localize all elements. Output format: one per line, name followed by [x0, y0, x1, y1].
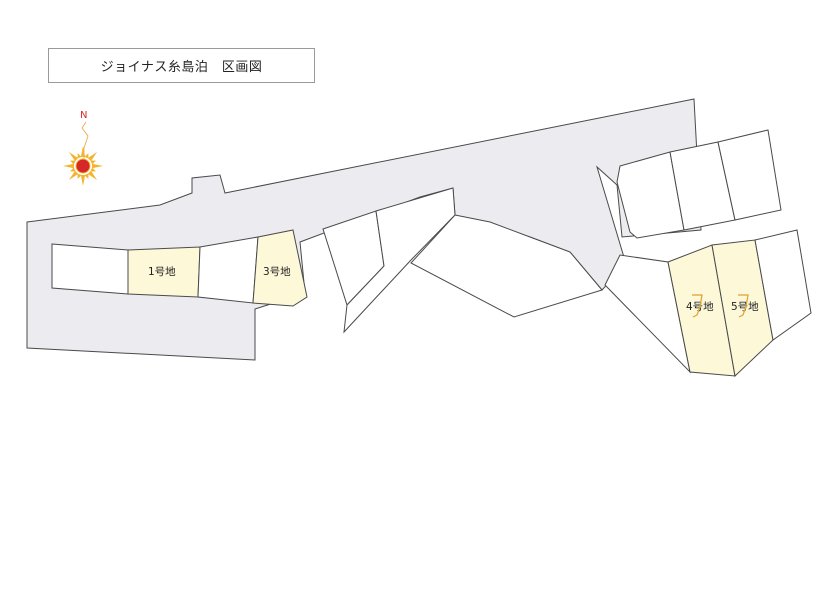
compass-ray — [77, 153, 82, 159]
compass-ray — [90, 160, 96, 165]
lot-middle-3 — [410, 214, 603, 318]
lot-left-2 — [197, 236, 259, 304]
compass-north-label: N — [80, 110, 87, 121]
lot-right-upper-3 — [717, 129, 782, 221]
compass-ray — [80, 175, 86, 186]
compass-ray — [87, 151, 98, 162]
compass-ray — [84, 153, 89, 159]
compass-ray — [70, 160, 76, 165]
lot-5-label: 5号地 — [731, 300, 759, 313]
entrance-mark-lot-5 — [738, 294, 749, 318]
compass-ray — [68, 151, 79, 162]
lot-middle-2 — [343, 187, 456, 334]
compass-rose: N — [63, 110, 103, 186]
compass-ray — [84, 173, 89, 179]
compass-ray — [77, 173, 82, 179]
compass-ray — [80, 146, 86, 157]
compass-ray — [68, 170, 79, 181]
lot-right-lower-2 — [754, 229, 812, 341]
entrance-mark-lot-4 — [692, 294, 703, 318]
lot-1-label: 1号地 — [148, 265, 176, 278]
compass-ray — [63, 163, 74, 169]
lot-3[interactable] — [252, 229, 308, 307]
compass-rays — [63, 146, 103, 186]
compass-ray — [70, 167, 76, 172]
map-title: ジョイナス糸島泊 区画図 — [48, 48, 315, 83]
compass-center-dot — [75, 158, 91, 174]
lot-3-label: 3号地 — [263, 265, 291, 278]
compass-ray — [90, 167, 96, 172]
compass-ray — [92, 163, 103, 169]
compass-ray — [87, 170, 98, 181]
lot-left-1 — [51, 243, 129, 295]
